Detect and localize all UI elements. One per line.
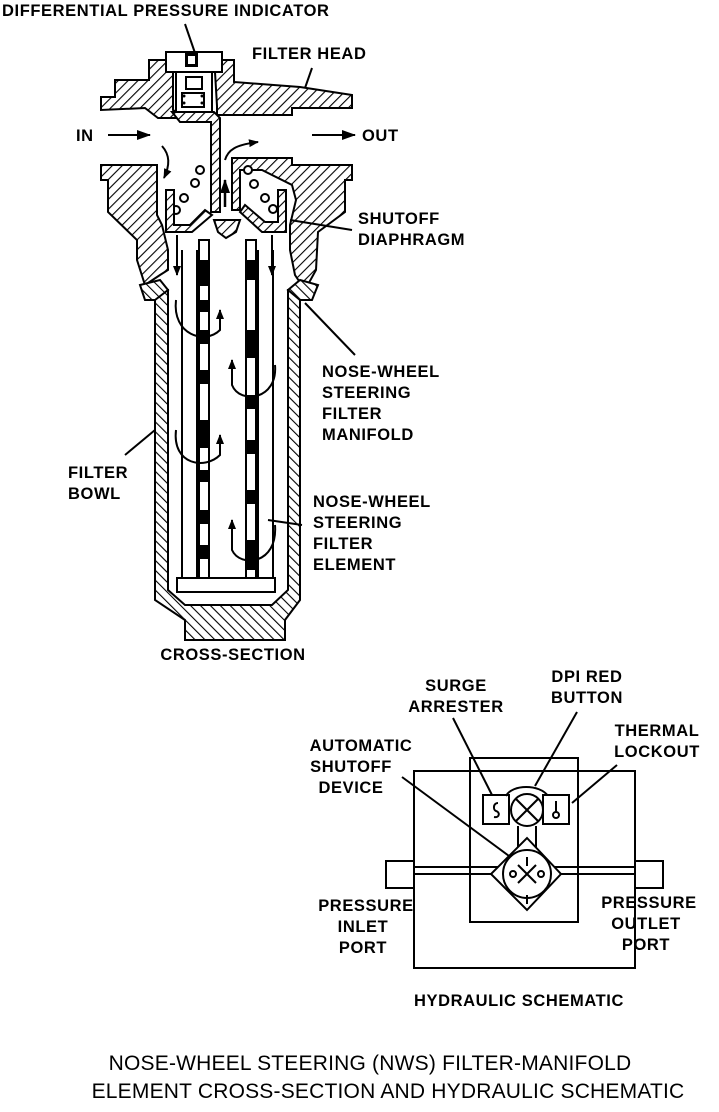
label-filter-head: FILTER HEAD [252, 45, 366, 63]
label-out: OUT [362, 127, 399, 145]
caption-cross-section: CROSS-SECTION [160, 646, 305, 664]
surge-arrester-symbol [482, 794, 510, 825]
svg-text:STEERING: STEERING [322, 384, 411, 402]
leader-filter-bowl [124, 429, 156, 456]
svg-text:PRESSURE: PRESSURE [601, 894, 697, 912]
filter-element [176, 239, 276, 593]
label-pressure-inlet-port: PRESSURE INLET PORT [318, 897, 414, 957]
svg-text:ELEMENT: ELEMENT [313, 556, 396, 574]
filter-bowl [138, 278, 320, 641]
pressure-outlet-port [634, 860, 664, 889]
svg-text:FILTER: FILTER [313, 535, 373, 553]
outflow-curve-arrow [224, 139, 259, 161]
manifold-outline-bottom [413, 867, 636, 969]
label-pressure-outlet-port: PRESSURE OUTLET PORT [601, 894, 697, 954]
label-filter-manifold: NOSE-WHEEL STEERING FILTER MANIFOLD [322, 363, 440, 444]
label-differential-pressure-indicator: DIFFERENTIAL PRESSURE INDICATOR [2, 2, 330, 20]
label-thermal-lockout: THERMAL LOCKOUT [614, 722, 700, 761]
svg-text:DPI RED: DPI RED [551, 668, 622, 686]
filter-housing-box [469, 757, 579, 923]
leader-surge-arrester [452, 717, 493, 796]
label-filter-element: NOSE-WHEEL STEERING FILTER ELEMENT [313, 493, 431, 574]
label-automatic-shutoff-device: AUTOMATIC SHUTOFF DEVICE [310, 737, 413, 797]
leader-dpi [184, 23, 196, 54]
thermal-lockout-symbol [542, 794, 570, 825]
differential-pressure-indicator [165, 51, 223, 113]
svg-text:FILTER: FILTER [68, 464, 128, 482]
label-in: IN [76, 127, 94, 145]
leader-shutoff-diaphragm [289, 219, 353, 231]
svg-text:BUTTON: BUTTON [551, 689, 623, 707]
shutoff-diaphragm [165, 179, 287, 240]
figure-title-line-1: NOSE-WHEEL STEERING (NWS) FILTER-MANIFOL… [109, 1052, 632, 1075]
cross-section-drawing [100, 23, 356, 641]
leader-filter-element [267, 519, 303, 526]
svg-text:NOSE-WHEEL: NOSE-WHEEL [322, 363, 440, 381]
leader-thermal-lockout [571, 764, 618, 804]
svg-text:DIAPHRAGM: DIAPHRAGM [358, 231, 465, 249]
svg-text:AUTOMATIC: AUTOMATIC [310, 737, 413, 755]
label-dpi-red-button: DPI RED BUTTON [551, 668, 623, 707]
svg-text:MANIFOLD: MANIFOLD [322, 426, 414, 444]
figure-title-line-2: ELEMENT CROSS-SECTION AND HYDRAULIC SCHE… [92, 1080, 685, 1103]
svg-text:LOCKOUT: LOCKOUT [614, 743, 700, 761]
svg-text:NOSE-WHEEL: NOSE-WHEEL [313, 493, 431, 511]
svg-text:STEERING: STEERING [313, 514, 402, 532]
caption-hydraulic-schematic: HYDRAULIC SCHEMATIC [414, 992, 624, 1010]
svg-text:THERMAL: THERMAL [615, 722, 700, 740]
svg-text:FILTER: FILTER [322, 405, 382, 423]
svg-text:SURGE: SURGE [425, 677, 487, 695]
svg-text:ARRESTER: ARRESTER [408, 698, 504, 716]
pressure-inlet-port [385, 860, 415, 889]
leader-automatic-shutoff [401, 776, 510, 857]
leader-filter-head [304, 67, 313, 89]
leader-filter-manifold [304, 302, 356, 356]
internal-flow-arrows [174, 299, 277, 562]
label-filter-bowl: FILTER BOWL [68, 464, 128, 503]
svg-text:DEVICE: DEVICE [318, 779, 383, 797]
svg-text:PORT: PORT [339, 939, 387, 957]
filter-head [100, 59, 353, 119]
central-stem [169, 111, 221, 213]
dpi-red-button-symbol [505, 786, 549, 827]
hydraulic-schematic-drawing [385, 711, 664, 969]
svg-text:PRESSURE: PRESSURE [318, 897, 414, 915]
svg-text:SHUTOFF: SHUTOFF [310, 758, 392, 776]
svg-text:PORT: PORT [622, 936, 670, 954]
svg-text:OUTLET: OUTLET [611, 915, 681, 933]
leader-dpi-red-button [534, 711, 578, 787]
label-surge-arrester: SURGE ARRESTER [408, 677, 504, 716]
inflow-curve-arrow [161, 145, 172, 179]
svg-text:SHUTOFF: SHUTOFF [358, 210, 440, 228]
svg-text:INLET: INLET [338, 918, 389, 936]
automatic-shutoff-device-symbol [489, 836, 563, 912]
svg-text:BOWL: BOWL [68, 485, 121, 503]
label-shutoff-diaphragm: SHUTOFF DIAPHRAGM [358, 210, 465, 249]
